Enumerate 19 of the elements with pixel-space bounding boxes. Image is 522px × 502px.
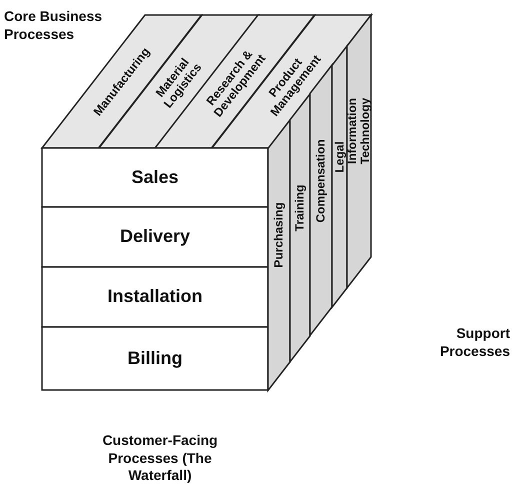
process-label: Training: [293, 183, 307, 234]
process-label: Legal: [332, 140, 346, 174]
process-label: Installation: [106, 287, 204, 307]
right-face-strip: [347, 15, 371, 288]
process-label: Compensation: [314, 138, 328, 224]
front-face-band: [42, 148, 268, 207]
process-label: Sales: [130, 168, 180, 188]
process-label: Information Technology: [346, 97, 372, 165]
process-label: Delivery: [118, 227, 192, 247]
front-face-band: [42, 327, 268, 390]
front-face-band: [42, 207, 268, 267]
face-label: Core Business Processes: [4, 8, 104, 43]
face-label: Customer-Facing Processes (The Waterfall): [101, 432, 219, 484]
front-face-band: [42, 267, 268, 327]
process-label: Purchasing: [272, 201, 286, 270]
process-label: Billing: [126, 348, 184, 368]
face-label: Support Processes: [438, 325, 510, 360]
right-face-strip: [268, 120, 290, 390]
right-face-strip: [332, 46, 347, 308]
